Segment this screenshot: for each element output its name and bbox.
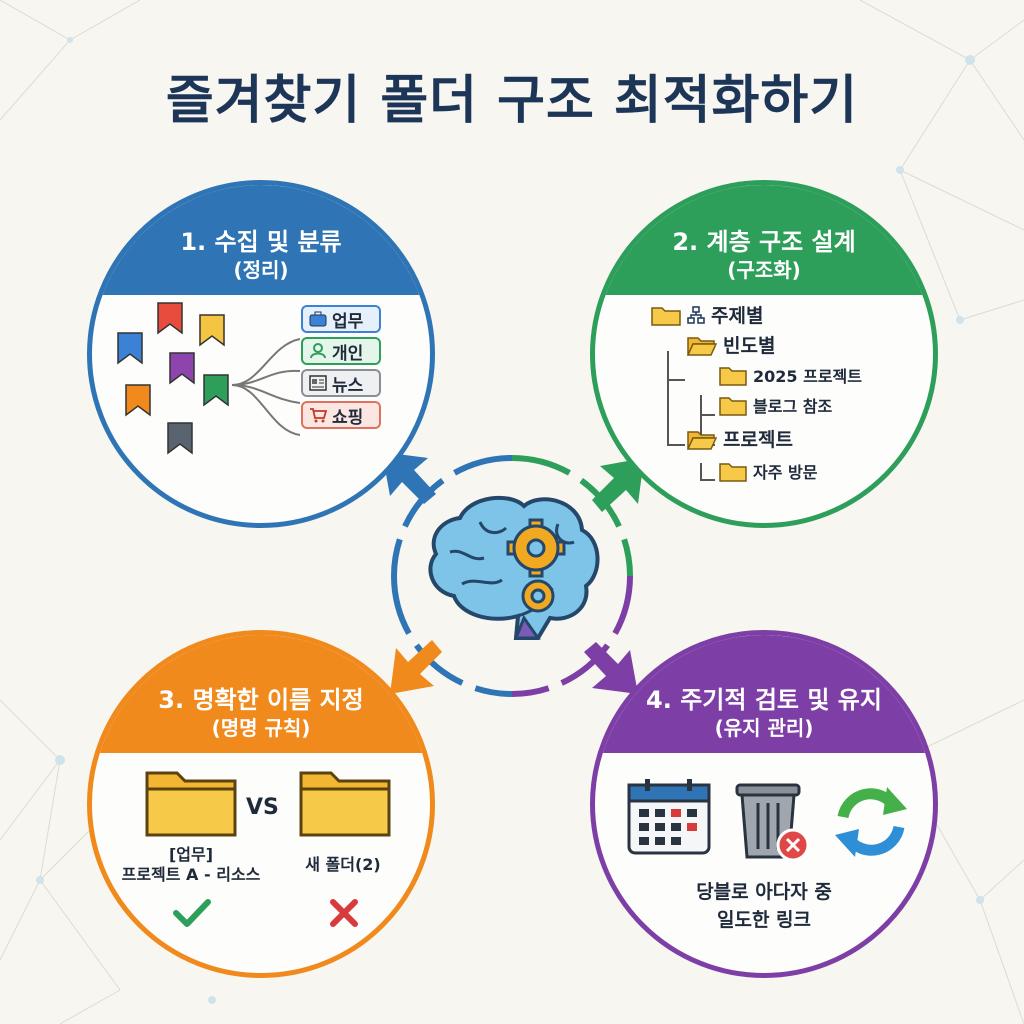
folder-open-icon [687,336,717,356]
newspaper-icon [309,375,327,391]
category-shopping: 쇼핑 [301,401,381,429]
tree-label: 주제별 [711,305,764,327]
step2-circle: 2. 계층 구조 설계 (구조화) 주제별 빈도별 2025 프로젝트 블로그 … [590,180,938,528]
tree-label: 자주 방문 [753,463,818,482]
category-work: 업무 [301,305,381,333]
bad-name-label: 새 폴더(2) [305,855,381,874]
briefcase-icon [309,311,327,327]
step2-title: 2. 계층 구조 설계 [672,228,856,256]
folder-icon [719,397,747,416]
category-label: 뉴스 [332,375,364,396]
step1-subtitle: (정리) [233,258,289,282]
category-personal: 개인 [301,337,381,365]
step1-title: 1. 수집 및 분류 [180,228,342,256]
checkmark-icon [173,899,211,927]
good-name-line1: [업무] [168,845,214,864]
trash-icon [735,783,810,862]
hierarchy-icon [687,305,705,324]
arrow-to-step2 [592,458,644,512]
step1-header: 1. 수집 및 분류 (정리) [92,185,430,295]
step4-header: 4. 주기적 검토 및 유지 (유지 관리) [595,635,933,753]
good-name-line2: 프로젝트 A - 리소스 [121,865,261,884]
category-label: 업무 [332,311,364,332]
tree-label: 빈도별 [723,335,776,357]
step4-caption-line1: 당블로 아다자 중 [696,881,832,903]
step3-subtitle: (명명 규칙) [211,716,311,740]
vs-label: VS [246,795,279,820]
tree-node-project-2025: 2025 프로젝트 [719,363,862,387]
step4-circle: 4. 주기적 검토 및 유지 (유지 관리) 당블로 아다자 중 일도한 링크 [590,630,938,978]
tree-node-blog-reference: 블로그 참조 [719,393,832,417]
step3-circle: 3. 명확한 이름 지정 (명명 규칙) VS [업무] 프로젝트 A - 리소… [87,630,435,978]
step4-title: 4. 주기적 검토 및 유지 [646,686,882,714]
tree-node-topic: 주제별 [651,301,763,328]
refresh-icon [835,787,907,857]
step2-subtitle: (구조화) [727,258,801,282]
category-label: 개인 [332,343,364,364]
good-folder-icon [145,771,237,837]
cart-icon [310,408,327,423]
bad-folder-icon [299,771,391,837]
step3-title: 3. 명확한 이름 지정 [158,686,364,714]
folder-open-icon [687,430,717,450]
person-icon [310,343,326,359]
scattered-bookmarks-icon [117,302,300,455]
tree-label: 2025 프로젝트 [753,367,862,386]
arrow-to-step1 [382,452,436,504]
good-name-label: [업무] 프로젝트 A - 리소스 [112,845,270,885]
step2-header: 2. 계층 구조 설계 (구조화) [595,185,933,295]
category-label: 쇼핑 [332,407,364,428]
folder-icon [651,306,681,326]
step4-caption-line2: 일도한 링크 [716,909,811,931]
step3-header: 3. 명확한 이름 지정 (명명 규칙) [92,635,430,753]
calendar-icon [627,779,711,855]
tree-node-projects: 프로젝트 [687,425,793,452]
tree-label: 블로그 참조 [753,397,833,416]
tree-node-frequent-visit: 자주 방문 [719,459,817,483]
category-news: 뉴스 [301,369,381,397]
folder-icon [719,463,747,482]
brain-gears-icon [428,495,600,640]
page-title: 즐겨찾기 폴더 구조 최적화하기 [165,71,859,131]
step1-circle: 1. 수집 및 분류 (정리) 업무 개인 뉴스 쇼핑 [87,180,435,528]
tree-node-frequency: 빈도별 [687,331,775,358]
folder-icon [719,367,747,386]
tree-label: 프로젝트 [723,429,793,451]
cross-icon [330,899,358,927]
step4-subtitle: (유지 관리) [714,716,814,740]
